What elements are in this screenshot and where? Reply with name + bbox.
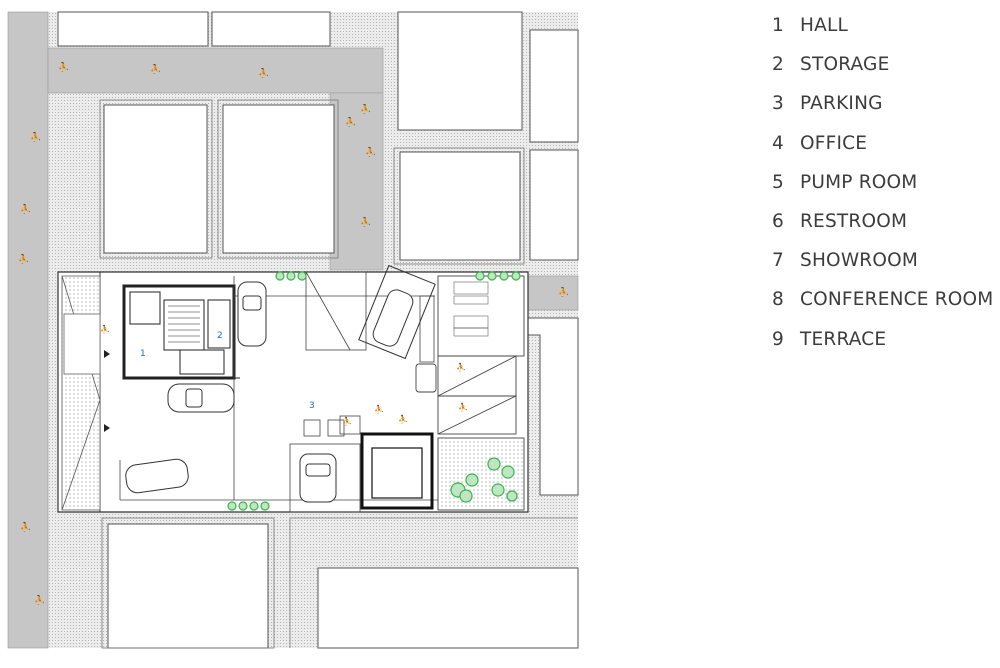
site-plan: ⛹ ⛹ ⛹ ⛹ ⛹ ⛹ ⛹ ⛹ ⛹ ⛹ ⛹ ⛹ ⛹ [7, 11, 579, 649]
legend-number: 8 [772, 289, 784, 311]
svg-text:⛹: ⛹ [30, 131, 41, 143]
svg-text:⛹: ⛹ [20, 203, 31, 215]
legend-item-conference-room: 8 CONFERENCE ROOM [772, 286, 993, 325]
legend-item-showroom: 7 SHOWROOM [772, 247, 993, 286]
svg-text:⛹: ⛹ [34, 594, 45, 606]
neighbor-outlines [99, 99, 578, 649]
legend-item-pump-room: 5 PUMP ROOM [772, 169, 993, 208]
legend-label: PARKING [800, 93, 883, 115]
site-plan-drawing: ⛹ ⛹ ⛹ ⛹ ⛹ ⛹ ⛹ ⛹ ⛹ ⛹ ⛹ ⛹ ⛹ [7, 11, 579, 649]
legend-label: CONFERENCE ROOM [800, 289, 994, 311]
legend-item-restroom: 6 RESTROOM [772, 208, 993, 247]
legend-item-terrace: 9 TERRACE [772, 326, 993, 365]
legend-label: OFFICE [800, 132, 868, 154]
legend-label: HALL [800, 15, 848, 36]
legend-number: 7 [772, 250, 784, 272]
legend-item-storage: 2 STORAGE [772, 51, 993, 90]
legend-item-parking: 3 PARKING [772, 90, 993, 129]
legend-label: RESTROOM [800, 210, 908, 232]
hall-label: 1 [140, 349, 146, 359]
legend-label: TERRACE [800, 328, 887, 350]
storage-label: 2 [217, 331, 223, 341]
legend-label: PUMP ROOM [800, 171, 918, 193]
svg-text:⛹: ⛹ [100, 324, 110, 334]
legend-label: STORAGE [800, 54, 890, 76]
legend-item-hall: 1 HALL [772, 12, 993, 51]
neighbor-buildings [57, 11, 579, 649]
svg-text:⛹: ⛹ [458, 402, 468, 412]
svg-text:⛹: ⛹ [398, 414, 408, 424]
svg-text:⛹: ⛹ [342, 416, 352, 426]
legend-number: 2 [772, 54, 784, 76]
roads [7, 11, 579, 649]
svg-text:⛹: ⛹ [360, 216, 371, 228]
svg-text:⛹: ⛹ [558, 286, 569, 298]
building-footprint [57, 271, 529, 513]
room-legend: 1 HALL 2 STORAGE 3 PARKING 4 OFFICE 5 PUMP RO… [772, 12, 993, 365]
legend-number: 9 [772, 328, 784, 350]
svg-text:⛹: ⛹ [456, 362, 466, 372]
svg-text:⛹: ⛹ [345, 116, 356, 128]
legend-number: 5 [772, 171, 784, 193]
svg-text:⛹: ⛹ [374, 404, 384, 414]
svg-text:⛹: ⛹ [258, 67, 269, 79]
svg-text:⛹: ⛹ [150, 63, 161, 75]
trees [227, 271, 521, 511]
interior-figures: ⛹ ⛹ ⛹ ⛹ ⛹ ⛹ [100, 324, 468, 426]
parking-label: 3 [309, 401, 315, 411]
svg-text:⛹: ⛹ [20, 521, 31, 533]
legend-label: SHOWROOM [800, 250, 919, 272]
svg-text:⛹: ⛹ [360, 103, 371, 115]
pedestrian-figures: ⛹ ⛹ ⛹ ⛹ ⛹ ⛹ ⛹ ⛹ ⛹ ⛹ ⛹ ⛹ ⛹ [18, 61, 569, 606]
legend-item-office: 4 OFFICE [772, 130, 993, 169]
parked-cars [125, 264, 436, 503]
legend-number: 3 [772, 93, 784, 115]
legend-number: 4 [772, 132, 784, 154]
legend-number: 6 [772, 210, 784, 232]
svg-text:⛹: ⛹ [365, 146, 376, 158]
legend-number: 1 [772, 15, 784, 36]
svg-text:⛹: ⛹ [58, 61, 69, 73]
svg-text:⛹: ⛹ [18, 253, 29, 265]
pump-room [360, 432, 434, 510]
